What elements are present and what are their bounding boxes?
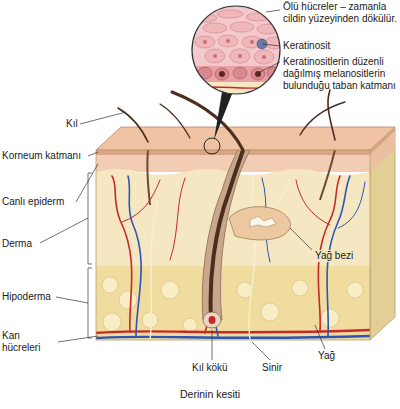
part-label: Sinir	[262, 362, 282, 374]
callout-label: Keratinositlerin düzenli dağılmış melano…	[283, 56, 398, 92]
layer-label: Korneum katmanı	[2, 150, 81, 162]
layer-label: Derma	[2, 238, 32, 250]
part-label: Yağ bezi	[313, 250, 355, 262]
layer-label: Hipoderma	[2, 291, 51, 303]
part-label: Yağ	[318, 350, 335, 362]
callout-label: Ölü hücreler – zamanla cildin yüzeyinden…	[283, 1, 398, 25]
part-label: Kıl	[66, 118, 78, 130]
caption: Derinin kesiti	[180, 388, 240, 401]
part-label: Kıl kökü	[192, 362, 228, 374]
layer-label: Canlı epiderm	[2, 196, 64, 208]
part-label: Kan hücreleri	[2, 330, 58, 354]
callout-label: Keratinosit	[283, 40, 398, 52]
